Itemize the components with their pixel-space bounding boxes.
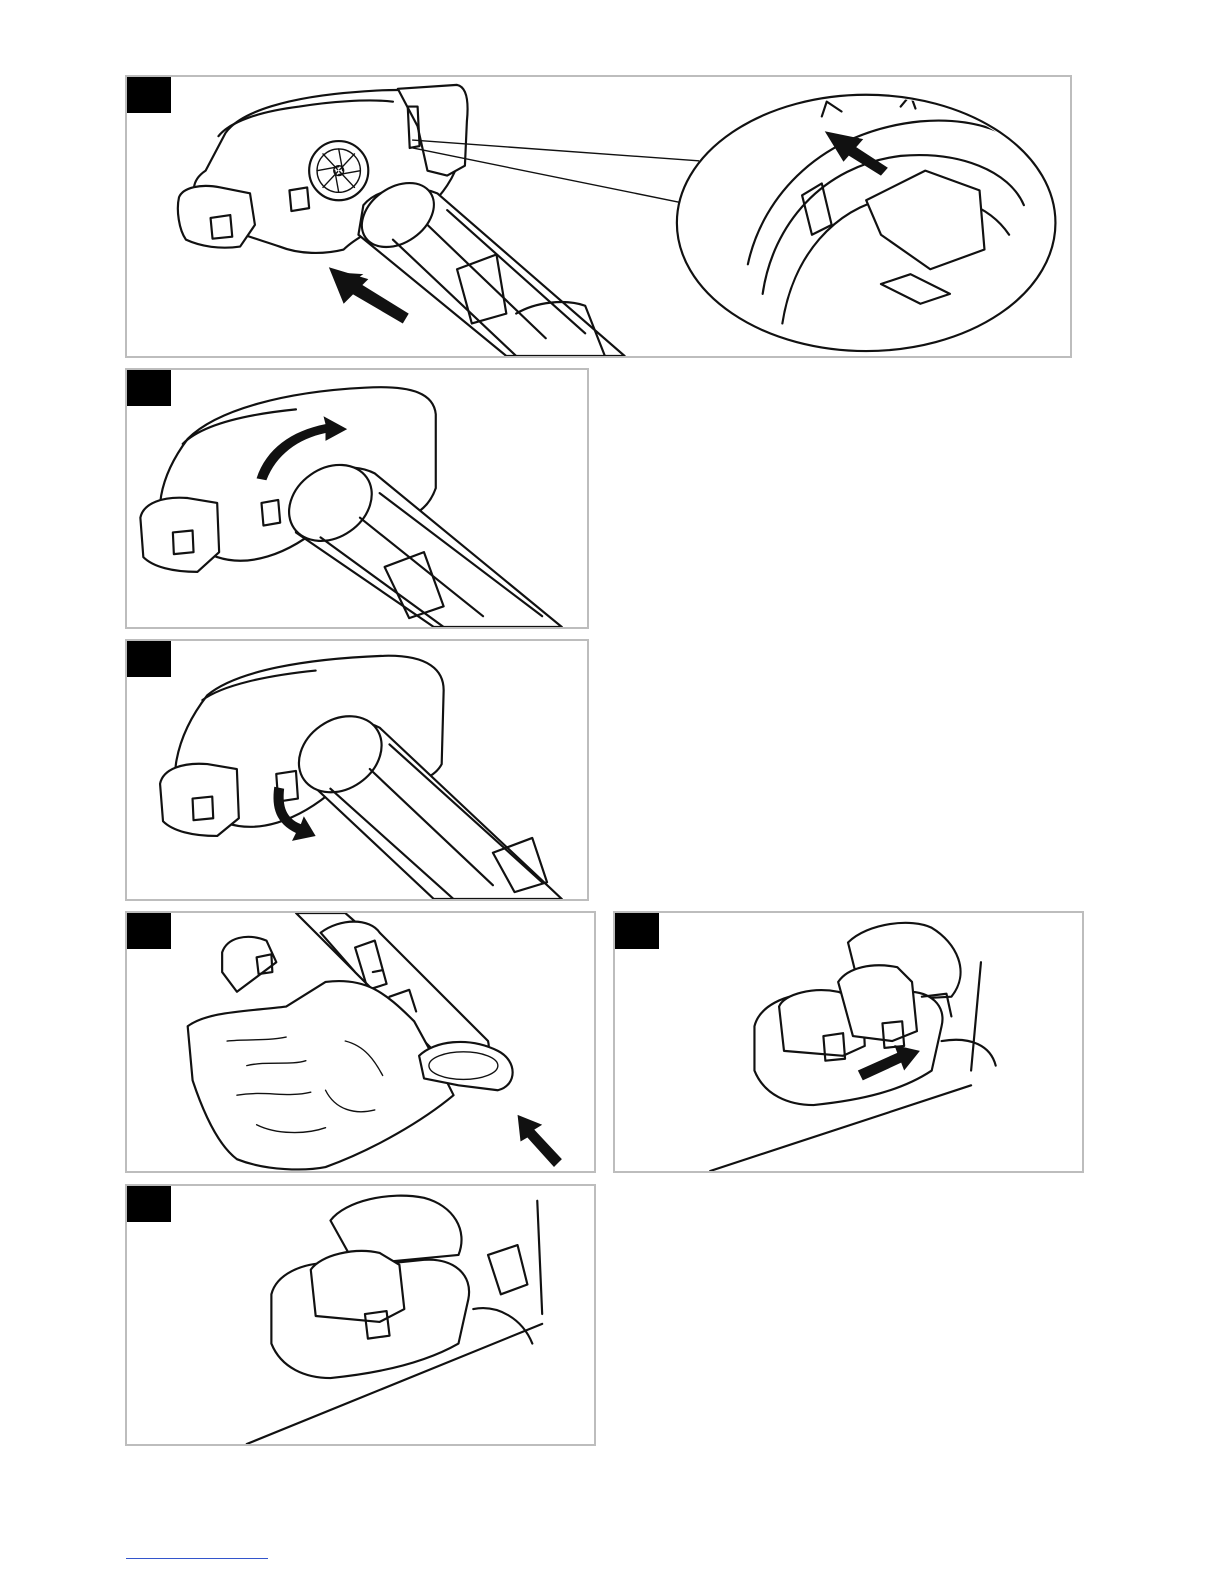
step-badge-4 [127, 913, 171, 949]
figure-panel-1 [125, 75, 1072, 358]
step-badge-3 [127, 641, 171, 677]
attach-arrow-icon [518, 1115, 562, 1167]
step-badge-6 [127, 1186, 171, 1222]
bag-attach-illustration [127, 913, 594, 1171]
bag-clip-slide-illustration [615, 913, 1082, 1171]
figure-panel-5 [613, 911, 1084, 1173]
figure-panel-4 [125, 911, 596, 1173]
latch-close-illustration [127, 641, 587, 899]
figure-panel-2 [125, 368, 589, 629]
step-badge-5 [615, 913, 659, 949]
blower-tube-insertion-illustration [127, 77, 1070, 356]
figure-panel-3 [125, 639, 589, 901]
step-badge-2 [127, 370, 171, 406]
footer-rule [126, 1558, 268, 1559]
figure-panel-6 [125, 1184, 596, 1446]
bag-clip-locked-illustration [127, 1186, 594, 1444]
step-badge-1 [127, 77, 171, 113]
tube-rotate-illustration [127, 370, 587, 627]
